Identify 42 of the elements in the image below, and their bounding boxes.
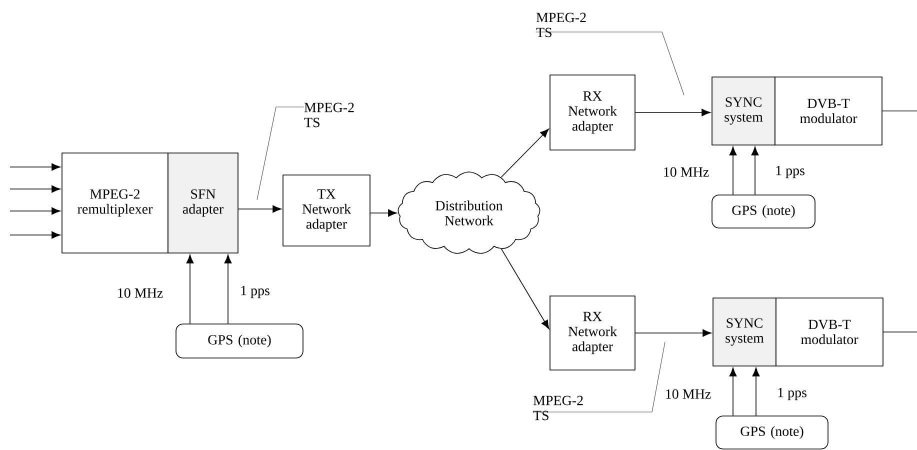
process-box: TX Network adapter (282, 174, 370, 246)
signal-label: MPEG-2 TS (536, 12, 586, 38)
arrow (10, 163, 60, 171)
leader-line (532, 342, 666, 412)
process-box: SFN adapter (168, 152, 238, 254)
arrow (10, 207, 60, 215)
process-box: MPEG-2 remultiplexer (62, 152, 168, 254)
arrow (729, 146, 737, 195)
edge-label: 1 pps (239, 284, 271, 300)
arrow (500, 248, 550, 330)
gps-box: GPS (note) (712, 194, 816, 228)
signal-label: MPEG-2 TS (304, 102, 354, 128)
gps-box: GPS (note) (176, 324, 304, 358)
edge-label: 10 MHz (664, 388, 712, 400)
leader-line (256, 106, 304, 200)
edge-label: 1 pps (776, 386, 808, 402)
arrow (186, 254, 194, 324)
process-box: DVB-T modulator (776, 298, 884, 366)
edge-label: 10 MHz (116, 287, 164, 299)
process-box: SYNC system (712, 298, 776, 366)
edge-label: 1 pps (774, 164, 806, 180)
signal-label: MPEG-2 TS (533, 396, 583, 420)
arrow (500, 128, 549, 178)
arrow (729, 368, 737, 416)
leader-line (536, 32, 684, 96)
process-box: RX Network adapter (550, 74, 636, 150)
edge-label: 10 MHz (662, 166, 710, 178)
arrow (752, 368, 760, 416)
network-cloud: Distribution Network (398, 172, 540, 254)
process-box: DVB-T modulator (774, 76, 882, 146)
arrow (224, 254, 232, 324)
arrow (370, 209, 397, 217)
arrow (10, 185, 60, 193)
arrow (751, 146, 759, 195)
arrow (10, 231, 60, 239)
arrow (635, 329, 712, 337)
process-box: RX Network adapter (550, 296, 636, 370)
gps-box: GPS (note) (716, 416, 828, 450)
process-box: SYNC system (712, 76, 776, 146)
arrow (238, 205, 282, 213)
arrow (635, 108, 710, 116)
line (882, 110, 917, 112)
